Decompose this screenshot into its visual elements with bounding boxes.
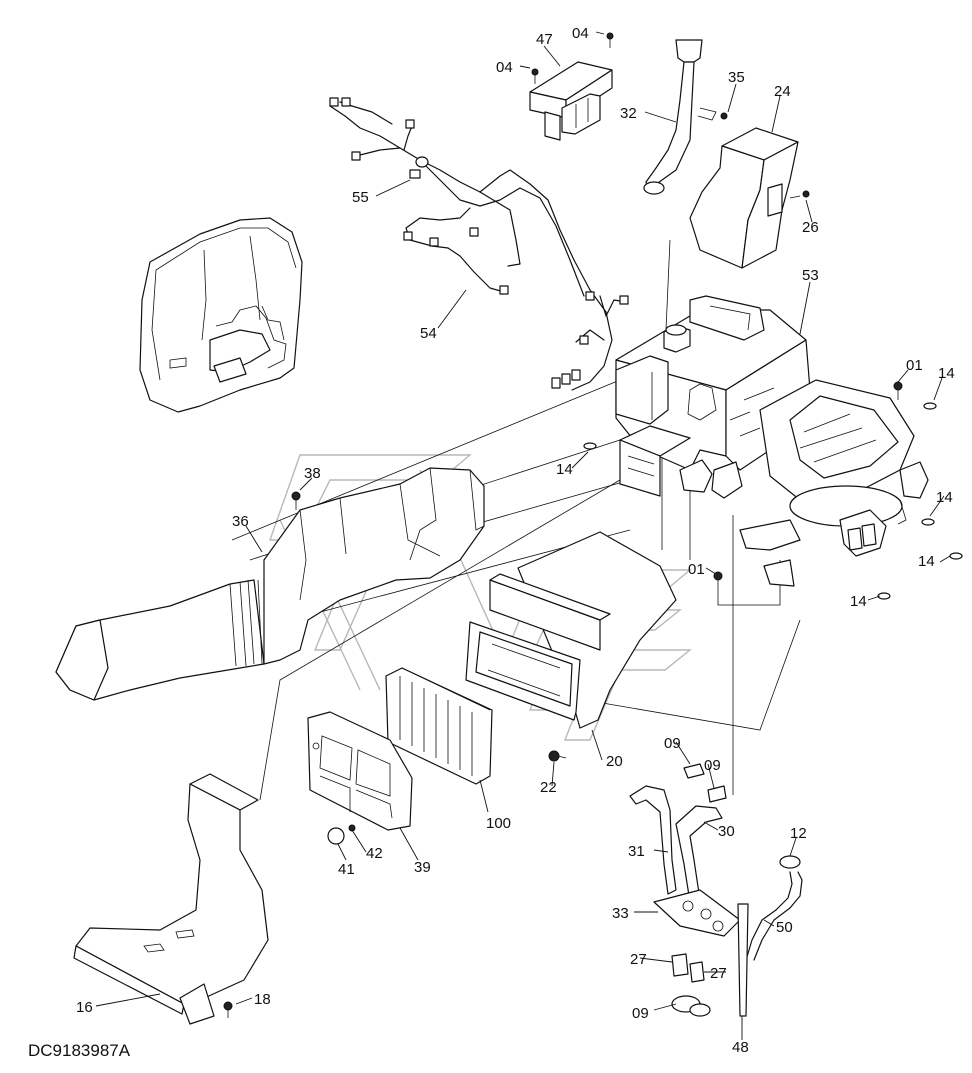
- label-14: 14: [556, 461, 573, 478]
- label-24: 24: [774, 83, 791, 100]
- label-54: 54: [420, 325, 437, 342]
- air-conditioner-unit-53: [615, 295, 929, 587]
- label-14: 14: [938, 365, 955, 382]
- label-53: 53: [802, 267, 819, 284]
- fasteners: [583, 381, 963, 600]
- duct-pipe-32: [643, 39, 728, 195]
- label-47: 47: [536, 31, 553, 48]
- label-01: 01: [906, 357, 923, 374]
- label-16: 16: [76, 999, 93, 1016]
- label-22: 22: [540, 779, 557, 796]
- label-20: 20: [606, 753, 623, 770]
- label-50: 50: [776, 919, 793, 936]
- cover-39: [307, 711, 413, 845]
- label-35: 35: [728, 69, 745, 86]
- label-31: 31: [628, 843, 645, 860]
- duct-24: [689, 127, 810, 269]
- diagram-code: DC9183987A: [28, 1041, 131, 1060]
- label-100: 100: [486, 815, 511, 832]
- wiring-harness-55-54: [329, 97, 629, 391]
- drain-tubes-12-50-48: [737, 855, 803, 1017]
- controller-box-47: [529, 32, 614, 141]
- label-48: 48: [732, 1039, 749, 1056]
- label-09: 09: [664, 735, 681, 752]
- label-14: 14: [918, 553, 935, 570]
- label-30: 30: [718, 823, 735, 840]
- label-38: 38: [304, 465, 321, 482]
- cab-illustration: [139, 217, 303, 413]
- label-41: 41: [338, 861, 355, 878]
- label-12: 12: [790, 825, 807, 842]
- hoses-30-31: [629, 763, 741, 1017]
- label-18: 18: [254, 991, 271, 1008]
- part-labels: 04 04 47 35 32 24 55 26 54 53 01 14 14 3…: [76, 25, 955, 1056]
- label-09: 09: [632, 1005, 649, 1022]
- floor-duct-16: [73, 773, 269, 1025]
- label-14: 14: [850, 593, 867, 610]
- label-42: 42: [366, 845, 383, 862]
- label-04: 04: [572, 25, 589, 42]
- label-14: 14: [936, 489, 953, 506]
- label-55: 55: [352, 189, 369, 206]
- label-39: 39: [414, 859, 431, 876]
- duct-36: [55, 467, 485, 701]
- label-04: 04: [496, 59, 513, 76]
- label-27: 27: [630, 951, 647, 968]
- label-01: 01: [688, 561, 705, 578]
- label-09: 09: [704, 757, 721, 774]
- label-27: 27: [710, 965, 727, 982]
- filter-housing-20: [465, 531, 677, 762]
- label-33: 33: [612, 905, 629, 922]
- label-32: 32: [620, 105, 637, 122]
- label-26: 26: [802, 219, 819, 236]
- label-leaders: [95, 31, 951, 1040]
- label-36: 36: [232, 513, 249, 530]
